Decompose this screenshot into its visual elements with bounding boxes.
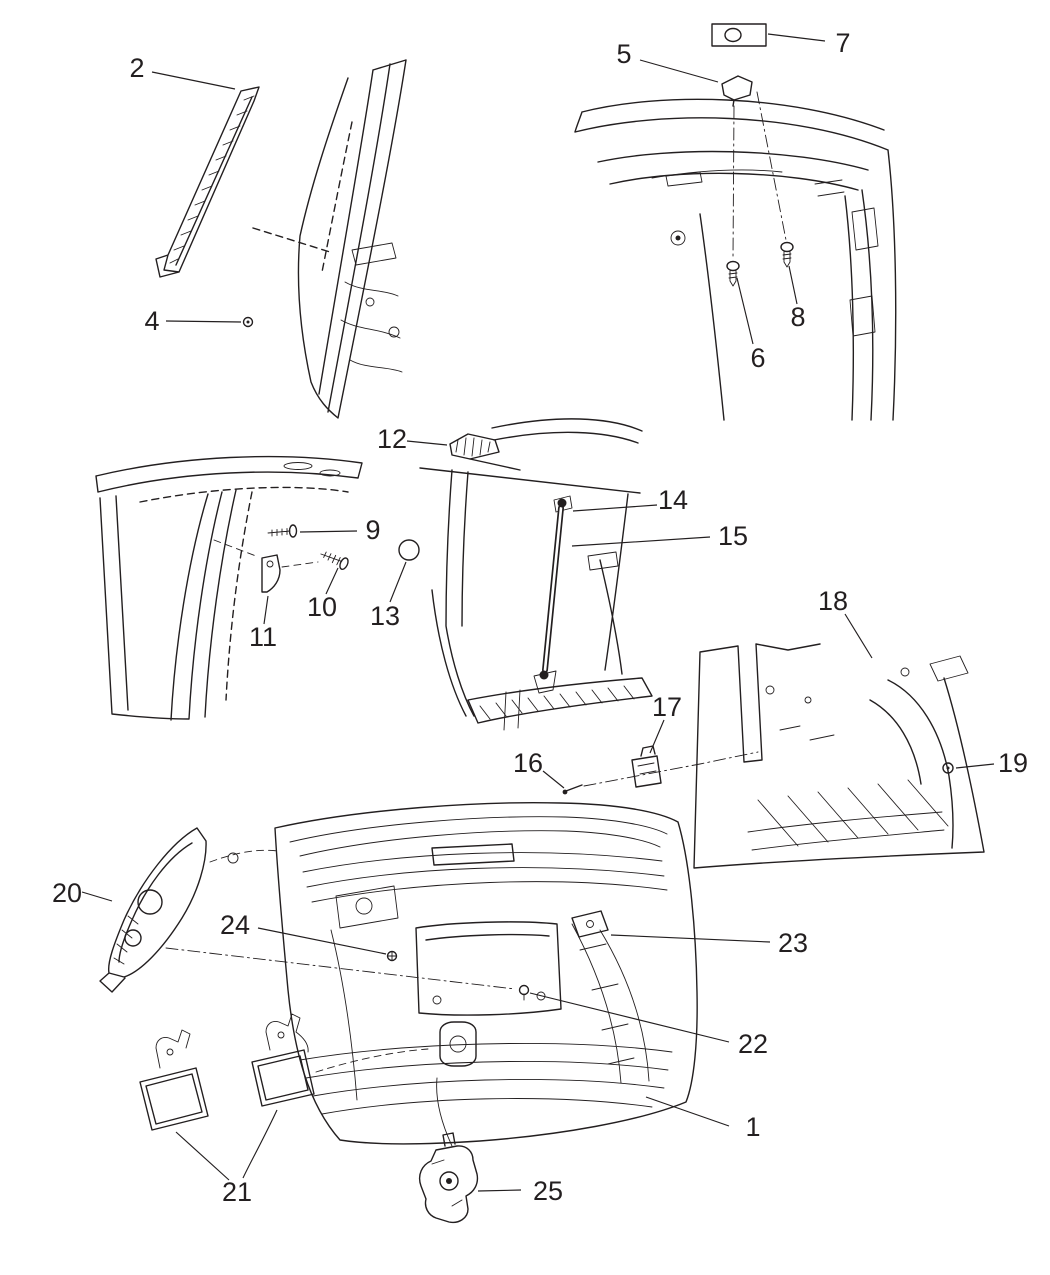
callout-11: 11 bbox=[249, 622, 277, 652]
part-16-pin bbox=[562, 784, 583, 795]
callout-8: 8 bbox=[790, 302, 805, 332]
part-21-handle-left bbox=[139, 1029, 209, 1131]
callout-5: 5 bbox=[616, 39, 631, 69]
sketch-rear-pillar-body bbox=[252, 59, 407, 419]
liftgate-top-notch bbox=[431, 843, 515, 866]
part-1-liftgate-panel bbox=[209, 802, 698, 1145]
callouts: 1 2 4 5 6 7 8 9 10 11 12 13 14 15 16 17 … bbox=[52, 28, 1028, 1207]
alignment-line-fasteners bbox=[732, 91, 787, 259]
callout-20: 20 bbox=[52, 878, 82, 908]
callout-17: 17 bbox=[652, 692, 682, 722]
part-11-bracket bbox=[261, 554, 281, 593]
strut-ball-stud bbox=[557, 498, 567, 508]
callout-24: 24 bbox=[220, 910, 250, 940]
emblem bbox=[439, 1021, 477, 1067]
callout-2: 2 bbox=[129, 53, 144, 83]
callout-9: 9 bbox=[365, 515, 380, 545]
part-2-pillar-applique bbox=[155, 86, 260, 278]
callout-16: 16 bbox=[513, 748, 543, 778]
callout-18: 18 bbox=[818, 586, 848, 616]
part-19-grommet bbox=[942, 762, 954, 774]
part-7-clip-bracket bbox=[711, 23, 767, 47]
pillar-grommet bbox=[388, 326, 400, 338]
part-12-bracket bbox=[449, 433, 500, 460]
callout-21: 21 bbox=[222, 1177, 252, 1207]
part-24-clip bbox=[386, 950, 398, 962]
part-8-screw bbox=[780, 241, 794, 268]
part-23-bracket bbox=[571, 910, 609, 938]
part-4-fastener bbox=[242, 316, 254, 328]
callout-22: 22 bbox=[738, 1029, 768, 1059]
alignment-line-handle bbox=[315, 1048, 429, 1073]
part-20-taillamp bbox=[99, 827, 207, 993]
callout-13: 13 bbox=[370, 601, 400, 631]
part-9-screw bbox=[267, 524, 298, 538]
alignment-line-pin bbox=[583, 751, 759, 787]
alignment-line-lamp bbox=[165, 947, 516, 990]
part-25-latch bbox=[418, 1077, 479, 1224]
part-21-handle-right bbox=[251, 1013, 315, 1107]
wiring-line bbox=[209, 849, 279, 863]
callout-7: 7 bbox=[835, 28, 850, 58]
part-5-support bbox=[721, 75, 753, 107]
pillar-grommet bbox=[365, 297, 375, 307]
part-6-screw bbox=[726, 260, 740, 287]
callout-10: 10 bbox=[307, 592, 337, 622]
callout-14: 14 bbox=[658, 485, 688, 515]
callout-19: 19 bbox=[998, 748, 1028, 778]
camera-detail bbox=[335, 885, 399, 929]
strut-ball-stud bbox=[539, 670, 549, 680]
callout-1: 1 bbox=[745, 1112, 760, 1142]
license-plate-recess bbox=[415, 921, 562, 1016]
part-22-pin bbox=[518, 984, 530, 1001]
part-13-plug bbox=[398, 539, 420, 561]
roof-grommet bbox=[670, 230, 686, 246]
alignment-line-bracket bbox=[213, 539, 319, 568]
callout-4: 4 bbox=[144, 306, 159, 336]
latch-link-line bbox=[436, 1077, 453, 1147]
part-17-module bbox=[631, 745, 662, 788]
callout-25: 25 bbox=[533, 1176, 563, 1206]
sketch-body-side-rear bbox=[693, 643, 985, 869]
callout-23: 23 bbox=[778, 928, 808, 958]
callout-6: 6 bbox=[750, 343, 765, 373]
leader-lines bbox=[81, 33, 995, 1192]
wiring-connector bbox=[227, 852, 239, 864]
callout-12: 12 bbox=[377, 424, 407, 454]
callout-15: 15 bbox=[718, 521, 748, 551]
part-14-15-gas-strut bbox=[533, 495, 573, 694]
part-10-screw bbox=[320, 551, 349, 570]
sketch-left-quarter bbox=[95, 455, 363, 721]
sketch-roof-rear bbox=[574, 98, 897, 421]
sketch-liftgate-inner bbox=[419, 418, 653, 731]
